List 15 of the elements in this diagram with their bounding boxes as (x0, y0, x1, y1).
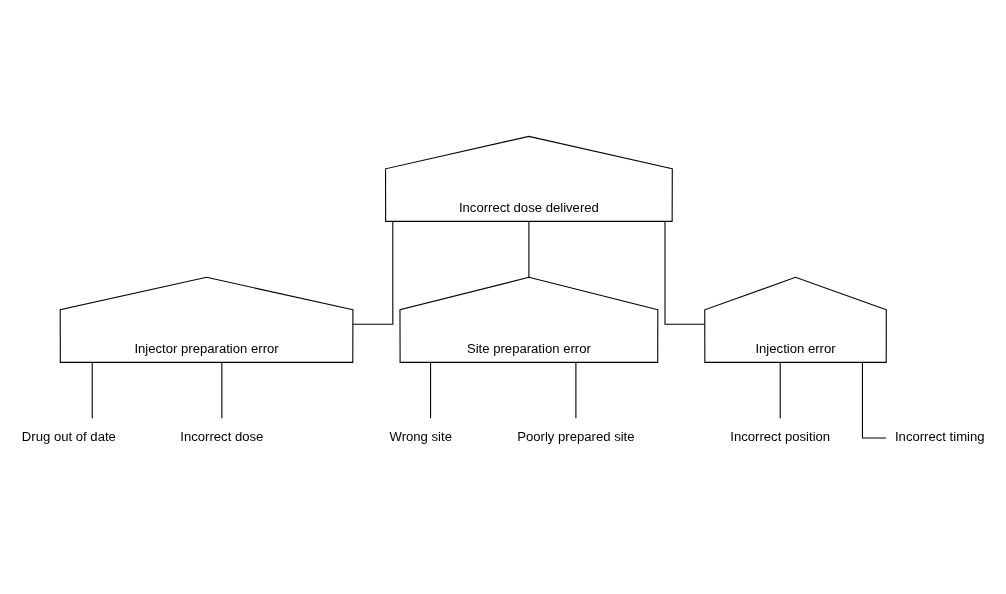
node-text: Wrong site (389, 429, 452, 445)
connector (779, 361, 781, 419)
node-text: Incorrect dose (179, 429, 263, 445)
connector (663, 220, 705, 325)
connector (429, 361, 431, 419)
connector (574, 361, 576, 419)
connector (220, 361, 222, 419)
connector (351, 220, 393, 325)
node-text: Incorrect position (729, 429, 830, 445)
connector (91, 361, 93, 419)
node-text: Incorrect timing (894, 429, 985, 445)
node-text: Poorly prepared site (516, 429, 635, 445)
connector (861, 361, 887, 439)
node-text: Drug out of date (21, 429, 116, 445)
connector (527, 220, 529, 278)
